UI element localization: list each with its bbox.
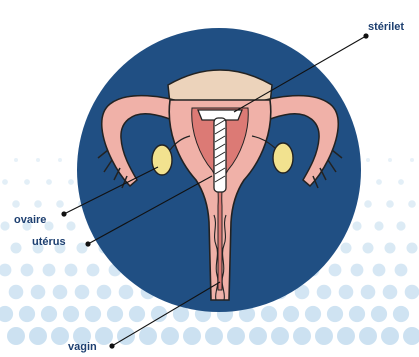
pattern-dot xyxy=(2,179,8,185)
pattern-dot xyxy=(388,158,392,162)
pattern-dot xyxy=(349,306,365,322)
pattern-dot xyxy=(75,285,90,300)
pattern-dot xyxy=(0,264,11,277)
pattern-dot xyxy=(293,327,311,345)
pattern-dot xyxy=(261,306,277,322)
pattern-dot xyxy=(337,327,355,345)
pattern-dot xyxy=(53,285,68,300)
uterus-leader-dot xyxy=(85,241,90,246)
pattern-dot xyxy=(329,264,342,277)
label-sterilet: stérilet xyxy=(368,21,404,33)
pattern-dot xyxy=(364,200,372,208)
pattern-dot xyxy=(376,179,382,185)
pattern-dot xyxy=(396,221,405,230)
pattern-dot xyxy=(19,306,35,322)
pattern-dot xyxy=(21,264,34,277)
pattern-dot xyxy=(0,306,13,322)
pattern-dot xyxy=(12,200,20,208)
pattern-dot xyxy=(11,243,22,254)
pattern-dot xyxy=(119,285,134,300)
pattern-dot xyxy=(381,327,399,345)
pattern-dot xyxy=(373,264,386,277)
pattern-dot xyxy=(34,200,42,208)
pattern-dot xyxy=(7,327,25,345)
pattern-dot xyxy=(107,306,123,322)
pattern-dot xyxy=(41,306,57,322)
pattern-dot xyxy=(374,221,383,230)
pattern-dot xyxy=(68,179,74,185)
pattern-dot xyxy=(46,179,52,185)
sterilet-leader-dot xyxy=(363,33,368,38)
pattern-dot xyxy=(95,327,113,345)
pattern-dot xyxy=(14,158,18,162)
right-ovary xyxy=(273,143,293,173)
pattern-dot xyxy=(363,243,374,254)
pattern-dot xyxy=(97,285,112,300)
pattern-dot xyxy=(56,200,64,208)
pattern-dot xyxy=(405,285,419,300)
left-ovary xyxy=(152,145,172,175)
pattern-dot xyxy=(139,327,157,345)
pattern-dot xyxy=(151,306,167,322)
vagin-leader-dot xyxy=(109,343,114,348)
pattern-dot xyxy=(43,264,56,277)
pattern-dot xyxy=(227,327,245,345)
pattern-dot xyxy=(117,327,135,345)
pattern-dot xyxy=(87,264,100,277)
pattern-dot xyxy=(351,264,364,277)
pattern-dot xyxy=(283,306,299,322)
pattern-dot xyxy=(205,327,223,345)
pattern-dot xyxy=(383,285,398,300)
ovaire-leader-dot xyxy=(61,211,66,216)
pattern-dot xyxy=(63,306,79,322)
pattern-dot xyxy=(65,264,78,277)
pattern-dot xyxy=(66,221,75,230)
pattern-dot xyxy=(315,327,333,345)
pattern-dot xyxy=(361,285,376,300)
pattern-dot xyxy=(410,158,414,162)
label-ovaire: ovaire xyxy=(14,214,46,226)
pattern-dot xyxy=(249,327,267,345)
pattern-dot xyxy=(0,221,9,230)
pattern-dot xyxy=(341,243,352,254)
pattern-dot xyxy=(371,306,387,322)
pattern-dot xyxy=(51,327,69,345)
pattern-dot xyxy=(9,285,24,300)
pattern-dot xyxy=(395,264,408,277)
pattern-dot xyxy=(407,243,418,254)
pattern-dot xyxy=(385,243,396,254)
label-uterus: utérus xyxy=(32,236,66,248)
pattern-dot xyxy=(85,306,101,322)
pattern-dot xyxy=(403,327,419,345)
pattern-dot xyxy=(327,306,343,322)
pattern-dot xyxy=(29,327,47,345)
pattern-dot xyxy=(339,285,354,300)
pattern-dot xyxy=(161,327,179,345)
pattern-dot xyxy=(366,158,370,162)
pattern-dot xyxy=(408,200,416,208)
pattern-dot xyxy=(24,179,30,185)
pattern-dot xyxy=(36,158,40,162)
pattern-dot xyxy=(352,221,361,230)
pattern-dot xyxy=(393,306,409,322)
pattern-dot xyxy=(31,285,46,300)
pattern-dot xyxy=(183,327,201,345)
pattern-dot xyxy=(317,285,332,300)
pattern-dot xyxy=(398,179,404,185)
pattern-dot xyxy=(271,327,289,345)
pattern-dot xyxy=(386,200,394,208)
pattern-dot xyxy=(305,306,321,322)
pattern-dot xyxy=(129,306,145,322)
pattern-dot xyxy=(359,327,377,345)
label-vagin: vagin xyxy=(68,341,97,353)
pattern-dot xyxy=(58,158,62,162)
